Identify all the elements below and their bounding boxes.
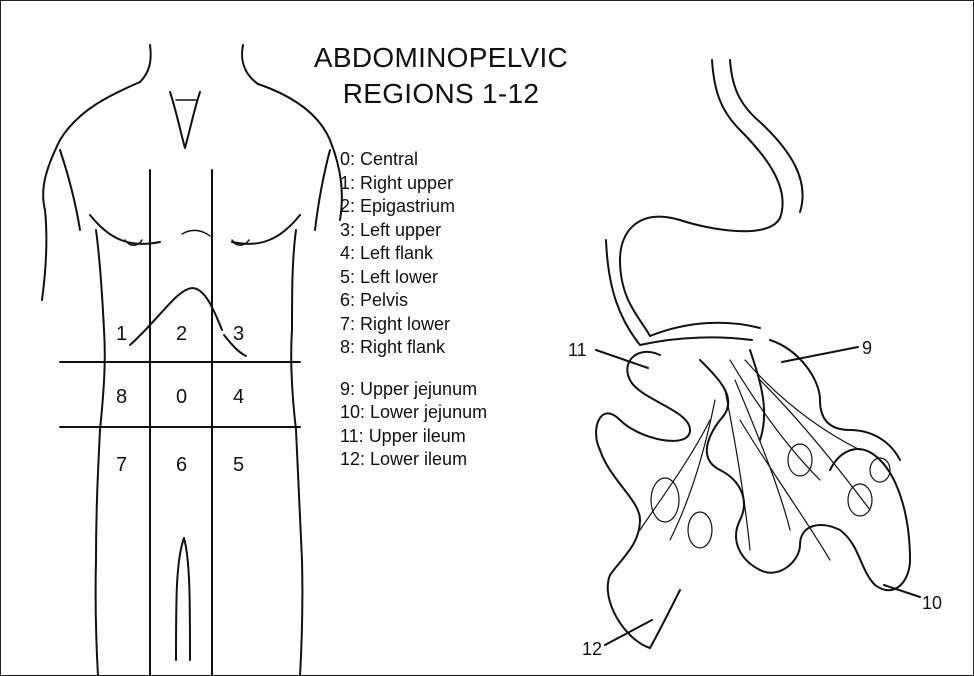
intestine-label-11: 11 [568,341,587,359]
legend-item: 7: Right lower [340,313,487,337]
intestine-label-10: 10 [922,594,942,612]
legend-item: 11: Upper ileum [340,425,487,449]
intestine-label-9: 9 [862,339,872,357]
legend-item: 4: Left flank [340,242,487,266]
title-line-2: REGIONS 1-12 [310,76,572,112]
legend-item: 9: Upper jejunum [340,378,487,402]
region-label-2: 2 [176,324,187,344]
region-label-5: 5 [233,455,244,475]
region-label-7: 7 [116,455,127,475]
legend-item: 8: Right flank [340,336,487,360]
legend-item: 5: Left lower [340,266,487,290]
region-label-8: 8 [116,387,127,407]
legend-item: 2: Epigastrium [340,195,487,219]
legend-item: 10: Lower jejunum [340,401,487,425]
legend-item: 6: Pelvis [340,289,487,313]
title-line-1: ABDOMINOPELVIC [310,40,572,76]
legend-item: 1: Right upper [340,172,487,196]
region-label-6: 6 [176,455,187,475]
region-label-1: 1 [116,324,127,344]
legend-item: 0: Central [340,148,487,172]
region-label-3: 3 [233,324,244,344]
region-label-0: 0 [176,387,187,407]
intestine-label-12: 12 [582,640,602,658]
region-label-4: 4 [233,387,244,407]
legend-item: 12: Lower ileum [340,448,487,472]
diagram-title: ABDOMINOPELVIC REGIONS 1-12 [310,40,572,112]
legend-item: 3: Left upper [340,219,487,243]
region-legend: 0: Central 1: Right upper 2: Epigastrium… [340,148,487,472]
